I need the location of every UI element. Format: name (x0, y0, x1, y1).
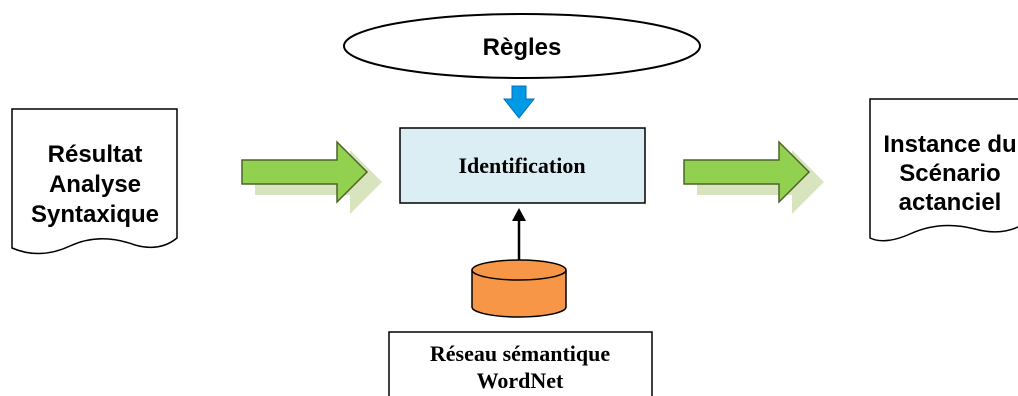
database-cylinder-body (471, 270, 567, 318)
resource-box (388, 331, 653, 396)
rules-ellipse (343, 13, 701, 79)
output-document-line-3: actanciel (899, 189, 1002, 216)
input-document-line-3: Syntaxique (31, 201, 159, 228)
rules-to-process-arrow (502, 85, 536, 119)
database-cylinder-top (471, 259, 567, 281)
database-icon (471, 259, 567, 318)
output-document-line-2: Scénario (899, 160, 1000, 187)
identification-node: Identification (399, 127, 646, 204)
input-to-process-arrow (241, 140, 382, 214)
resource-node: Réseau sémantique WordNet (388, 331, 653, 396)
database-arrow-head (512, 208, 526, 221)
identification-label: Identification (458, 153, 585, 178)
input-document: Résultat Analyse Syntaxique (11, 108, 178, 255)
output-document-line-1: Instance du (883, 131, 1016, 158)
database-to-process-arrow (512, 208, 526, 262)
output-document-shape (869, 98, 1018, 242)
input-document-line-2: Analyse (49, 171, 141, 198)
resource-line-1: Réseau sémantique (430, 341, 611, 366)
rules-label: Règles (483, 34, 562, 61)
input-arrow-body (241, 140, 369, 204)
output-arrow-body (683, 140, 811, 204)
identification-box (399, 127, 646, 204)
rules-node: Règles (343, 13, 701, 79)
resource-line-2: WordNet (477, 368, 564, 393)
input-document-line-1: Résultat (48, 141, 143, 168)
output-document: Instance du Scénario actanciel (869, 98, 1018, 242)
process-to-output-arrow (683, 140, 824, 214)
input-document-shape (11, 108, 178, 255)
